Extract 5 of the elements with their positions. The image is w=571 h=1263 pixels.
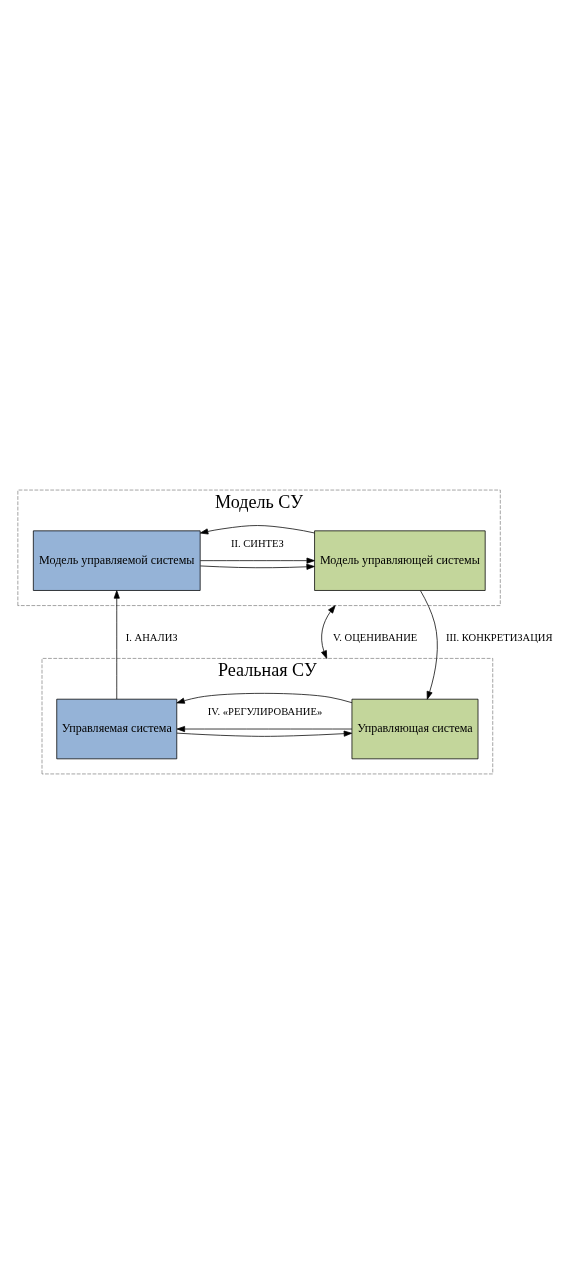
edge-label: V. ОЦЕНИВАНИЕ <box>333 631 418 643</box>
edge-label: II. СИНТЕЗ <box>230 537 284 549</box>
edge-label: III. КОНКРЕТИЗАЦИЯ <box>445 631 553 643</box>
edge-label: IV. «РЕГУЛИРОВАНИЕ» <box>207 705 323 717</box>
edge-label: I. АНАЛИЗ <box>125 631 178 643</box>
